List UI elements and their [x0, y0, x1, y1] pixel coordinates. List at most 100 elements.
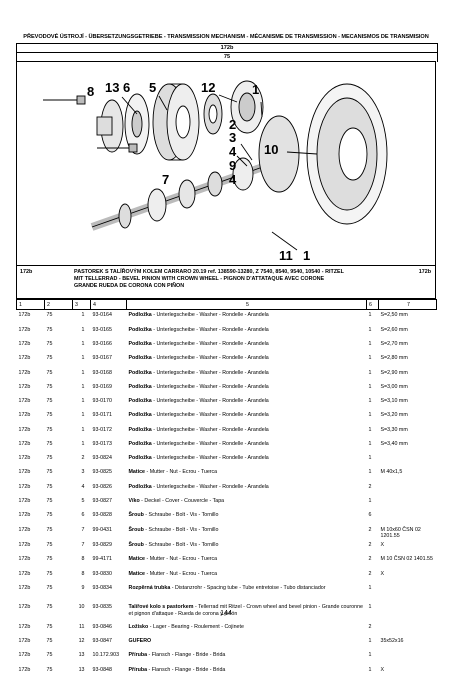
table-cell: Podložka - Unterlegscheibe - Washer - Ro… — [127, 453, 367, 467]
table-cell: 75 — [46, 604, 53, 611]
table-cell: 1 — [368, 440, 372, 447]
table-cell: 8 — [81, 570, 85, 577]
table-cell: 1 — [81, 383, 85, 390]
table-cell: Podložka - Unterlegscheibe - Washer - Ro… — [127, 439, 367, 453]
table-cell: S=2,80 mm — [380, 355, 408, 362]
table-cell: GUFERO — [127, 636, 367, 650]
part-translations: - Unterlegscheibe - Washer - Rondelle - … — [153, 412, 269, 419]
callout-10: 10 — [264, 142, 279, 157]
part-name: Podložka — [128, 412, 152, 419]
group-code: 172b — [16, 43, 438, 53]
table-cell: Podložka - Unterlegscheibe - Washer - Ro… — [127, 310, 367, 325]
part-translations: - Mutter - Nut - Ecrou - Tuerca — [146, 570, 218, 577]
table-cell: 75 — [46, 623, 53, 630]
part-translations: - Unterlegscheibe - Washer - Rondelle - … — [153, 426, 269, 433]
callout-2: 2 — [229, 117, 237, 132]
table-cell: 93-0169 — [92, 383, 112, 390]
table-cell: 11 — [79, 623, 85, 630]
part-translations: - Unterlegscheibe - Washer - Rondelle - … — [153, 440, 269, 447]
table-cell: Příruba - Flansch - Flange - Bride - Bri… — [127, 664, 367, 678]
table-header-row: 1 2 3 4 5 6 7 — [16, 299, 437, 310]
table-cell: Matice - Mutter - Nut - Ecrou - Tuerca — [127, 568, 367, 582]
table-cell: 1 — [81, 398, 85, 405]
table-cell: 75 — [46, 498, 53, 505]
table-cell: 6 — [81, 512, 85, 519]
table-cell: 172b — [18, 526, 31, 533]
table-cell: Rozpěrná trubka - Distanzrohr - Spacing … — [127, 583, 367, 602]
table-cell: M 10x60 ČSN 02 1201.55 — [380, 526, 421, 540]
table-cell: 1 — [368, 469, 372, 476]
table-cell: 7 — [81, 526, 85, 533]
table-cell: 2 — [81, 455, 85, 462]
table-cell: 1 — [368, 498, 372, 505]
section-title-line: GRANDE RUEDA DE CORONA CON PIÑON — [74, 283, 185, 290]
table-cell: 1 — [81, 412, 85, 419]
table-cell: 172b — [18, 498, 31, 505]
part-name: Šroub — [128, 542, 144, 549]
table-cell: 1 — [81, 440, 85, 447]
table-cell: Příruba - Flansch - Flange - Bride - Bri… — [127, 650, 367, 664]
table-cell: 1 — [81, 326, 85, 333]
part-translations: - Unterlegscheibe - Washer - Rondelle - … — [153, 383, 269, 390]
table-cell: Šroub - Schraube - Bolt - Vis - Tornillo — [127, 524, 367, 540]
part-name: Matice — [128, 556, 146, 563]
table-cell: 93-0829 — [92, 542, 112, 549]
table-cell — [379, 496, 437, 510]
table-cell: 93-0828 — [92, 512, 112, 519]
part-name: Podložka — [128, 355, 152, 362]
section-title-box: 172b PASTOREK S TALÍŘOVÝM KOLEM CARRARO … — [16, 266, 436, 299]
table-cell: 1 — [368, 412, 372, 419]
table-cell — [379, 583, 437, 602]
table-cell: 93-0170 — [92, 398, 112, 405]
table-cell: 1 — [368, 652, 372, 659]
part-name: Šroub — [128, 526, 144, 533]
callout-1b: 1 — [303, 248, 311, 263]
part-name: Podložka — [128, 398, 152, 405]
table-cell: 75 — [46, 312, 53, 319]
table-cell: 172b — [18, 398, 31, 405]
table-cell: 1 — [81, 426, 85, 433]
table-cell: 2 — [368, 542, 372, 549]
table-cell — [379, 650, 437, 664]
section-title-line: MIT TELLERRAD - BEVEL PINION WITH CROWN … — [74, 276, 325, 283]
page-header: PŘEVODOVÉ ÚSTROJÍ - ÜBERSETZUNGSGETRIEBE… — [23, 34, 429, 40]
table-cell: 75 — [46, 398, 53, 405]
table-cell: 93-0824 — [92, 455, 112, 462]
table-cell: 75 — [46, 652, 53, 659]
table-cell: X — [380, 570, 385, 577]
table-cell: Podložka - Unterlegscheibe - Washer - Ro… — [127, 410, 367, 424]
table-cell: 172b — [18, 355, 31, 362]
table-cell: 75 — [46, 542, 53, 549]
callout-13: 13 — [105, 80, 120, 95]
table-cell: 75 — [46, 666, 53, 673]
col-header: 7 — [378, 299, 437, 310]
part-translations: - Unterlegscheibe - Washer - Rondelle - … — [153, 326, 269, 333]
part-translations: - Unterlegscheibe - Washer - Rondelle - … — [153, 355, 269, 362]
table-cell: S=3,40 mm — [380, 440, 408, 447]
table-cell: Podložka - Unterlegscheibe - Washer - Ro… — [127, 481, 367, 495]
table-cell: 6 — [368, 512, 372, 519]
table-cell: 75 — [46, 326, 53, 333]
part-name: Podložka — [128, 440, 152, 447]
table-cell: 12 — [78, 638, 85, 645]
table-cell: 1 — [368, 666, 372, 673]
table-cell: 75 — [46, 455, 53, 462]
part-name: Podložka — [128, 383, 152, 390]
group-sub: 75 — [16, 52, 438, 62]
table-cell: 1 — [368, 426, 372, 433]
part-name: Šroub — [128, 512, 144, 519]
table-cell: Matice - Mutter - Nut - Ecrou - Tuerca — [127, 467, 367, 481]
table-cell: 93-0847 — [92, 638, 112, 645]
table-cell: 172b — [18, 440, 31, 447]
table-cell: Šroub - Schraube - Bolt - Vis - Tornillo — [127, 540, 367, 554]
part-name: Příruba — [128, 652, 148, 659]
